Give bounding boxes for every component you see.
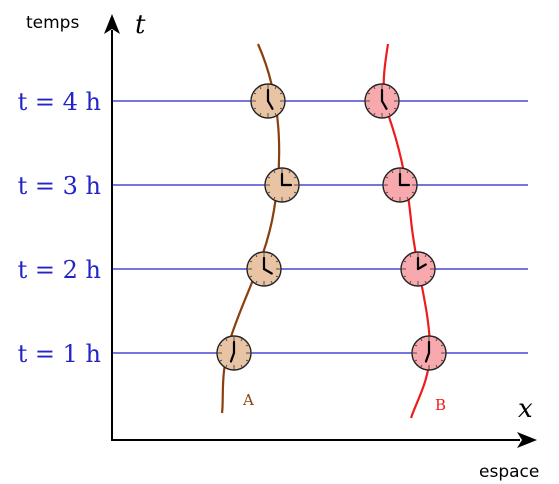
- clock-icon-b-3h: [382, 167, 418, 203]
- axes: [104, 14, 537, 448]
- x-axis-word: espace: [479, 462, 539, 482]
- y-axis-symbol: t: [135, 10, 146, 40]
- time-label-3h: t = 3 h: [18, 172, 101, 200]
- clock-icon-a-1h: [216, 335, 252, 371]
- clock-icon-b-4h: [364, 83, 400, 119]
- x-axis-arrow-icon: [517, 432, 537, 448]
- y-axis-word: temps: [26, 13, 79, 33]
- time-lines: [112, 100, 528, 354]
- x-axis-symbol: x: [518, 394, 533, 424]
- y-axis-arrow-icon: [104, 14, 120, 34]
- clock-icon-a-2h: [246, 251, 282, 287]
- time-label-2h: t = 2 h: [18, 256, 101, 284]
- time-label-1h: t = 1 h: [18, 340, 101, 368]
- clock-icon-a-4h: [250, 83, 286, 119]
- clock-icon-b-2h: [400, 251, 436, 287]
- time-label-4h: t = 4 h: [18, 88, 101, 116]
- clock-icon-b-1h: [411, 335, 447, 371]
- worldline-b-label: B: [435, 396, 446, 414]
- clocks: [216, 83, 447, 371]
- time-labels: t = 4 h t = 3 h t = 2 h t = 1 h: [18, 88, 101, 368]
- worldline-a-label: A: [242, 391, 254, 409]
- clock-icon-a-3h: [264, 167, 300, 203]
